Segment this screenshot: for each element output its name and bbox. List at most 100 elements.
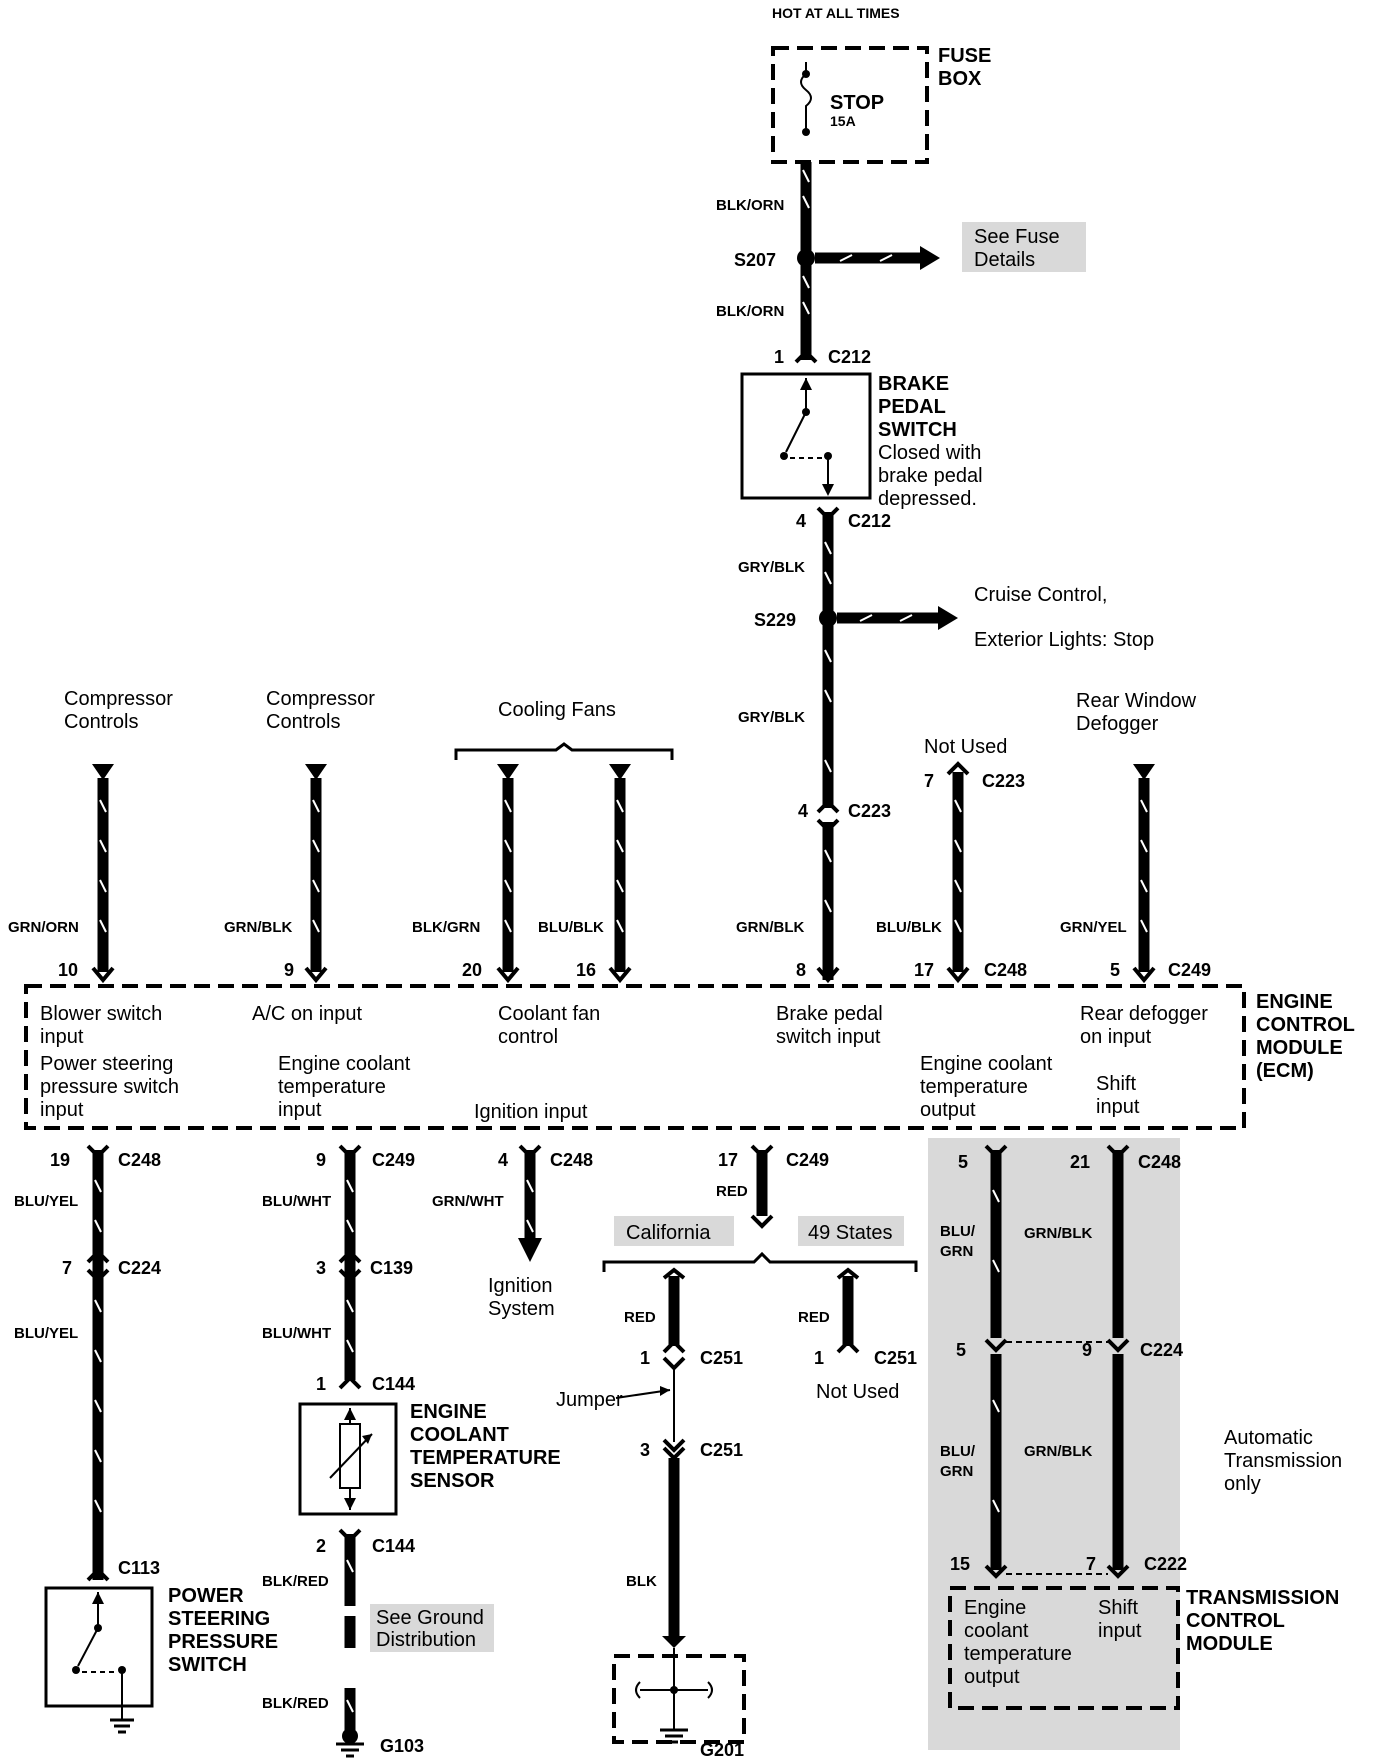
- ecm-title-4: (ECM): [1256, 1060, 1314, 1082]
- c251-pin-3: 3: [640, 1440, 650, 1460]
- ecm-ps: Power steering: [40, 1053, 173, 1075]
- ect-sensor-title-4: SENSOR: [410, 1470, 495, 1492]
- wire-color-grn-blk: GRN/BLK: [224, 919, 292, 936]
- ecm-shift-2: input: [1096, 1096, 1140, 1118]
- c144-conn-2: C144: [372, 1536, 415, 1556]
- c212-top-pin: 1: [774, 347, 784, 367]
- tcm-title: TRANSMISSION: [1186, 1587, 1339, 1609]
- ignition-system-label-2: System: [488, 1298, 555, 1320]
- at-only-note: Automatic: [1224, 1427, 1313, 1449]
- wire-color-grn-wht: GRN/WHT: [432, 1193, 504, 1210]
- ecm-title-3: MODULE: [1256, 1037, 1343, 1059]
- ecm-box: [24, 984, 1246, 1130]
- ecm-conn-c249-b: C249: [786, 1150, 829, 1170]
- ecm-pin-17-bottom: 17: [718, 1150, 738, 1170]
- c224b-conn: C224: [1140, 1340, 1183, 1360]
- ecm-ecto-2: temperature: [920, 1076, 1028, 1098]
- comp2-label: Compressor: [266, 688, 375, 710]
- s229-note: Cruise Control,: [974, 584, 1107, 606]
- splice-s229: [819, 609, 837, 627]
- brake-switch-title: BRAKE: [878, 373, 949, 395]
- wire-color-blu-blk-2: BLU/BLK: [876, 919, 942, 936]
- ecm-pin-10: 10: [58, 960, 78, 980]
- ecm-fan-2: control: [498, 1026, 558, 1048]
- c251-conn-2: C251: [874, 1348, 917, 1368]
- wire-color-tcm3: BLU/: [940, 1443, 976, 1460]
- wire-color-grn-orn: GRN/ORN: [8, 919, 79, 936]
- c144-pin-2: 2: [316, 1536, 326, 1556]
- ecm-blower: Blower switch: [40, 1003, 162, 1025]
- c223-conn: C223: [848, 801, 891, 821]
- ecm-conn-c248-a: C248: [118, 1150, 161, 1170]
- ground-note-2: Distribution: [376, 1629, 476, 1651]
- c222-conn: C222: [1144, 1554, 1187, 1574]
- tcm-ect-2: coolant: [964, 1620, 1029, 1642]
- c251-pin-1: 1: [640, 1348, 650, 1368]
- comp2-label-2: Controls: [266, 711, 340, 733]
- s207-note-2: Details: [974, 249, 1035, 271]
- wire-color-gry-blk-1: GRY/BLK: [738, 559, 805, 576]
- wire-color-tcm1-2: GRN: [940, 1243, 973, 1260]
- c251-conn-3: C251: [700, 1440, 743, 1460]
- hot-label: HOT AT ALL TIMES: [772, 5, 900, 21]
- ecm-pin-16: 16: [576, 960, 596, 980]
- c139-pin: 3: [316, 1258, 326, 1278]
- ect-sensor-title-2: COOLANT: [410, 1424, 509, 1446]
- c251-pin-2: 1: [814, 1348, 824, 1368]
- ecm-defog: Rear defogger: [1080, 1003, 1208, 1025]
- c224b-pin-1: 5: [956, 1340, 966, 1360]
- ecm-shift: Shift: [1096, 1073, 1136, 1095]
- not-used-label: Not Used: [924, 736, 1007, 758]
- comp1-label: Compressor: [64, 688, 173, 710]
- not-used-49: Not Used: [816, 1381, 899, 1403]
- wire-color-tcm2: GRN/BLK: [1024, 1225, 1092, 1242]
- defog-label: Rear Window: [1076, 690, 1197, 712]
- ecm-blower-2: input: [40, 1026, 84, 1048]
- ecm-pin-20: 20: [462, 960, 482, 980]
- ecm-pin-9: 9: [284, 960, 294, 980]
- ecm-brake: Brake pedal: [776, 1003, 883, 1025]
- c113-conn: C113: [118, 1558, 160, 1578]
- wire-color-blk-orn-1: BLK/ORN: [716, 197, 784, 214]
- ps-switch-title: POWER: [168, 1585, 244, 1607]
- ecm-ign: Ignition input: [474, 1101, 588, 1123]
- c224-pin: 7: [62, 1258, 72, 1278]
- fuse-rating: 15A: [830, 113, 856, 129]
- comp1-label-2: Controls: [64, 711, 138, 733]
- brake-switch-desc: Closed with: [878, 442, 981, 464]
- not-used-conn: C223: [982, 771, 1025, 791]
- c224-conn: C224: [118, 1258, 161, 1278]
- wire-color-tcm1: BLU/: [940, 1223, 976, 1240]
- c144-conn-1: C144: [372, 1374, 415, 1394]
- fuse-box: [771, 46, 929, 164]
- cooling-fans-label: Cooling Fans: [498, 699, 616, 721]
- fuse-icon: [800, 62, 812, 132]
- ecm-defog-2: on input: [1080, 1026, 1152, 1048]
- wire-color-gry-blk-2: GRY/BLK: [738, 709, 805, 726]
- c144-pin-1: 1: [316, 1374, 326, 1394]
- c223-pin: 4: [798, 801, 808, 821]
- fuse-box-title: FUSE: [938, 45, 991, 67]
- ground-g201-box: [612, 1654, 746, 1744]
- wire-color-red-cal: RED: [624, 1309, 656, 1326]
- c224b-pin-2: 9: [1082, 1340, 1092, 1360]
- ps-switch-title-3: PRESSURE: [168, 1631, 278, 1653]
- tcm-ect-4: output: [964, 1666, 1020, 1688]
- ground-g201: G201: [700, 1740, 744, 1758]
- tcm-box: [948, 1586, 1180, 1710]
- at-only-note-2: Transmission: [1224, 1450, 1342, 1472]
- fuse-box-title-2: BOX: [938, 68, 982, 90]
- jumper-label: Jumper: [556, 1389, 623, 1411]
- ground-g103: G103: [380, 1736, 424, 1756]
- wire-color-red-49: RED: [798, 1309, 830, 1326]
- ignition-system-label: Ignition: [488, 1275, 553, 1297]
- tcm-shift: Shift: [1098, 1597, 1138, 1619]
- ecm-title: ENGINE: [1256, 991, 1333, 1013]
- wire-color-blk-ground: BLK: [626, 1573, 657, 1590]
- wire-color-grn-blk-ecm: GRN/BLK: [736, 919, 804, 936]
- ecm-ecto-3: output: [920, 1099, 976, 1121]
- ps-switch-title-4: SWITCH: [168, 1654, 247, 1676]
- ecm-conn-c249-top: C249: [1168, 960, 1211, 980]
- splice-s229-id: S229: [754, 610, 796, 630]
